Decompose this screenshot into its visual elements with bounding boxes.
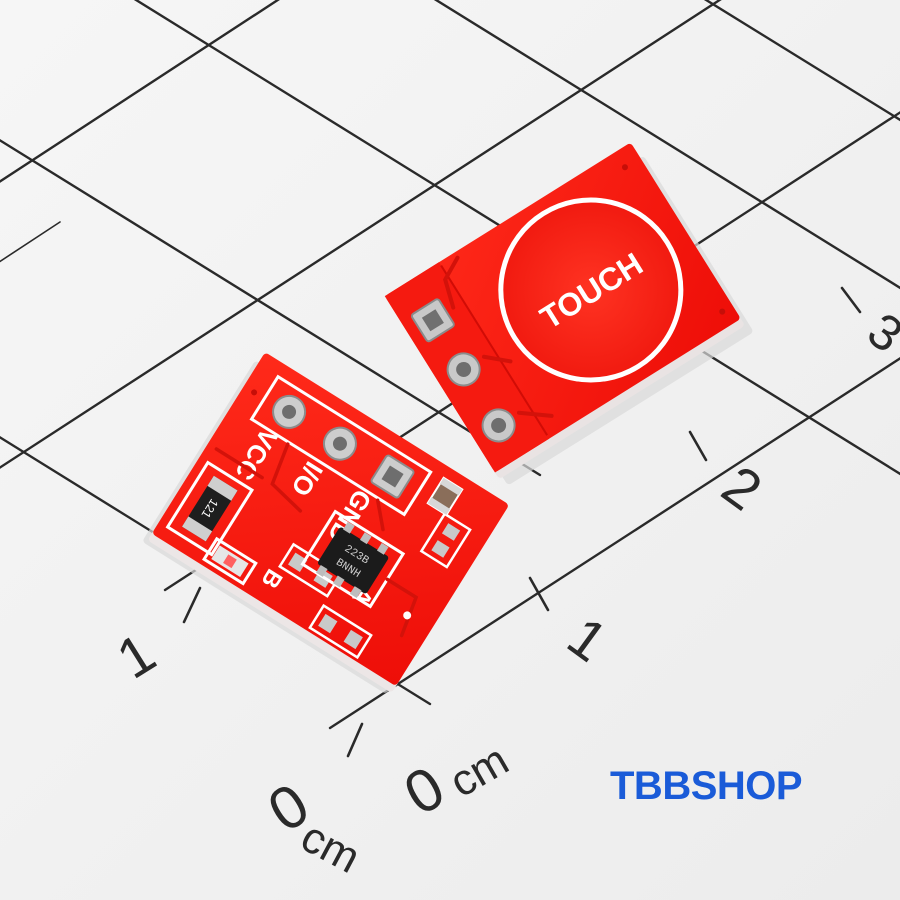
- smd-capacitor: [426, 476, 464, 517]
- jumper-pads: [278, 512, 472, 660]
- touch-ic-chip: 223B BNNH: [300, 509, 406, 609]
- back-header-pins: [249, 374, 433, 517]
- pcb-front-board: TOUCH: [384, 143, 753, 485]
- smd-led: [202, 536, 258, 586]
- smd-resistor: 121: [165, 460, 255, 557]
- touch-pad-area: [498, 197, 684, 383]
- ruler-ticks: [182, 286, 862, 758]
- pcb-back-board: VCC I/O GND A B: [143, 353, 508, 693]
- shop-watermark: TBBSHOP: [610, 764, 803, 808]
- front-header-pins: [410, 298, 516, 443]
